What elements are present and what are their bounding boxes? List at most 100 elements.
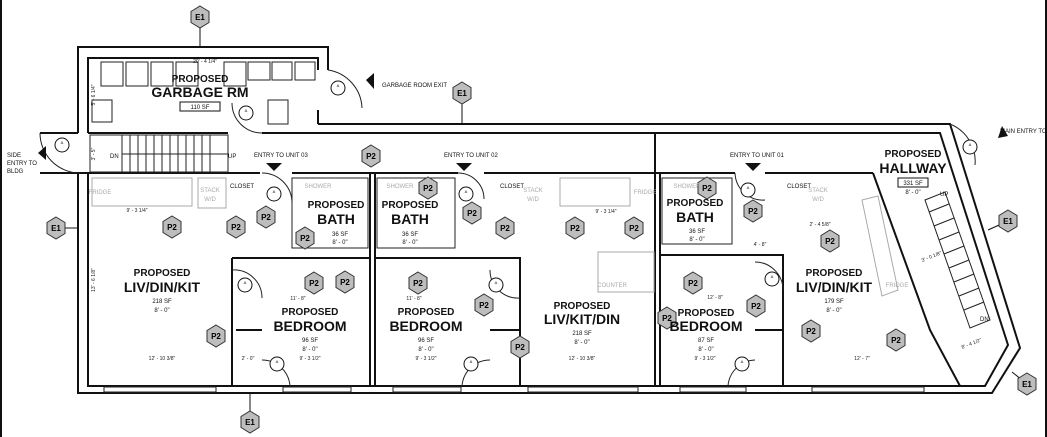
door-tag-label: A [245,108,248,113]
partition-tag-p2: P2 [361,144,381,168]
elevation-tag-e1: E1 [998,209,1018,233]
door-tag-icon [266,186,282,202]
room-height: 8' - 0" [332,240,347,246]
counter-label: COUNTER [597,283,627,289]
partition-tag-p2: P2 [657,306,677,330]
door-tag-label: A [969,142,972,147]
partition-tag-p2: P2 [886,328,906,352]
door-tag-icon [740,182,756,198]
door-tag-label: A [747,185,750,190]
partition-tag-p2: P2 [474,293,494,317]
door-tag-label: A [470,359,473,364]
partition-tag-p2: P2 [510,335,530,359]
tag-label: P2 [479,301,489,310]
room-unit2-living: PROPOSED LIV/KIT/DIN 218 SF 8' - 0" [544,301,620,346]
dimension: 12' - 8" [707,295,723,301]
annotations: SIDE ENTRY TO BLDG GARBAGE ROOM EXIT ENT… [7,83,1047,175]
tag-label: P2 [570,224,580,233]
stair-up-label: UP [940,192,948,198]
room-name: BATH [317,211,355,227]
partition-tag-p2: P2 [335,270,355,294]
tag-label: P2 [467,209,477,218]
partition-tag-p2: P2 [256,205,276,229]
door-tag-icon [463,356,479,372]
dimension: 9' - 3 1/4" [126,208,147,214]
room-area: 36 SF [689,229,705,235]
room-name: BEDROOM [389,318,462,334]
side-entry-note: SIDE [7,153,21,159]
tag-label: P2 [688,279,698,288]
room-area: 110 SF [191,105,210,111]
right-border [1045,0,1047,437]
tag-label: E1 [51,224,61,233]
wd-label: W/D [527,197,539,203]
stair-dn-label: DN [110,154,119,160]
stack-label: STACK [523,188,543,194]
tag-label: P2 [500,224,510,233]
partition-tag-p2: P2 [801,319,821,343]
entry-unit2-note: ENTRY TO UNIT 02 [444,153,498,159]
dimension: 11' - 8" [406,296,421,302]
room-name: BEDROOM [273,318,346,334]
dimension: 12' - 10 3/8" [149,356,176,362]
room-area: 179 SF [824,299,844,305]
tag-label: E1 [1022,380,1032,389]
door-tag-label: A [771,274,774,279]
partition-tag-p2: P2 [495,216,515,240]
partition-tag-p2: P2 [304,271,324,295]
room-unit3-bath: PROPOSED BATH 36 SF 8' - 0" [308,200,365,246]
dimension: 4' - 8" [754,242,767,248]
room-area: 36 SF [332,232,348,238]
partition-tag-p2: P2 [462,201,482,225]
room-garbage: PROPOSED GARBAGE RM 110 SF [151,74,249,112]
room-unit2-bedroom: PROPOSED BEDROOM 96 SF 8' - 0" [389,307,462,353]
elevation-tag-e1: E1 [190,5,210,29]
stair-up-label: UP [228,154,236,160]
door-tag-icon [764,271,780,287]
fixtures: FRIDGE STACK W/D CLOSET SHOWER SHOWER CL… [89,154,989,323]
door-tag-icon [488,277,504,293]
fridge-label: FRIDGE [89,190,112,196]
elevation-tag-e1: E1 [46,216,66,240]
room-prefix: PROPOSED [134,268,191,279]
dimension: 2' - 4 5/8" [809,222,830,228]
fridge-label: FRIDGE [634,190,657,196]
room-height: 8' - 0" [826,308,841,314]
room-height: 8' - 0" [574,340,589,346]
room-unit3-bedroom: PROPOSED BEDROOM 96 SF 8' - 0" [273,307,346,353]
room-prefix: PROPOSED [678,308,735,319]
tag-label: P2 [167,223,177,232]
tag-label: P2 [825,237,835,246]
tag-label: P2 [300,234,310,243]
door-tag-icon [330,80,346,96]
door-tag-icon [269,356,285,372]
room-unit1-bedroom: PROPOSED BEDROOM 87 SF 8' - 0" [669,308,742,353]
door-tag-label: A [495,280,498,285]
room-height: 8' - 0" [302,347,317,353]
tag-label: P2 [366,152,376,161]
door-tag-icon [54,137,70,153]
tag-label: E1 [195,13,205,22]
stack-label: STACK [200,188,220,194]
partition-tag-p2: P2 [683,271,703,295]
dimension: 8' - 4 1/2" [961,337,983,351]
side-entry-note: ENTRY TO [7,161,37,167]
side-entry-note: BLDG [7,169,24,175]
stair-side [89,134,229,173]
tag-label: E1 [457,89,467,98]
closet-label: CLOSET [787,184,811,190]
tag-label: E1 [245,418,255,427]
shower-label: SHOWER [674,184,702,190]
tag-label: P2 [891,336,901,345]
room-height: 8' - 0" [402,240,417,246]
room-area: 96 SF [418,338,434,344]
main-entry-note: MAIN ENTRY TO [1000,129,1047,135]
tag-label: P2 [340,278,350,287]
room-area: 36 SF [402,232,418,238]
dimension: 9' - 3 1/2" [415,356,436,362]
dimensions: 20' - 4 1/4" 5' - 6 1/4" 3' - 5" 9' - 3 … [91,59,983,362]
room-area: 96 SF [302,338,318,344]
room-prefix: PROPOSED [554,301,611,312]
tag-label: P2 [423,184,433,193]
